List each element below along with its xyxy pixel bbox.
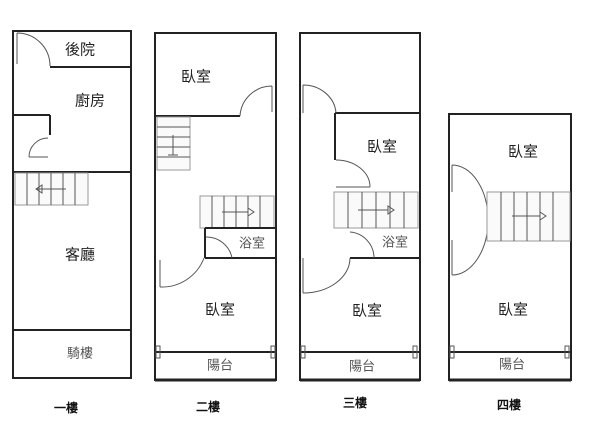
stairs-icon (486, 191, 571, 242)
room-label: 陽台 (349, 360, 375, 375)
door-icon (159, 257, 205, 288)
stairs-icon (333, 191, 419, 229)
door-icon (302, 257, 351, 294)
room-label: 廚房 (75, 92, 105, 110)
door-icon (451, 164, 489, 276)
floor-2-plan: 臥室 浴室 臥室 陽台 二樓 (154, 32, 277, 414)
post (449, 345, 455, 359)
room-label: 臥室 (352, 302, 382, 320)
post (300, 345, 306, 359)
room-label: 騎樓 (67, 347, 93, 362)
floor-title: 一樓 (54, 400, 78, 415)
room-label: 臥室 (367, 138, 397, 156)
floor-title: 三樓 (343, 395, 367, 410)
post (412, 345, 418, 359)
floor-3-plan: 臥室 浴室 臥室 陽台 三樓 (299, 32, 421, 410)
room-label: 客廳 (65, 246, 95, 264)
door-icon (205, 236, 233, 259)
room-label: 浴室 (239, 236, 265, 252)
floor-title: 四樓 (497, 397, 521, 412)
door-icon (335, 159, 371, 188)
room-label: 浴室 (382, 235, 408, 251)
room-label: 臥室 (205, 301, 235, 319)
room-label: 臥室 (508, 143, 538, 161)
stairs-icon (156, 116, 191, 171)
door-icon (302, 84, 337, 114)
room-label: 臥室 (181, 68, 211, 86)
post (270, 345, 276, 359)
stairs-icon (199, 195, 275, 229)
stairs-icon (14, 172, 89, 206)
post (564, 345, 570, 359)
room-label: 陽台 (207, 359, 233, 374)
room-label: 臥室 (498, 301, 528, 319)
floor-4-plan: 臥室 臥室 陽台 四樓 (448, 113, 572, 412)
post (155, 345, 161, 359)
room-label: 後院 (65, 41, 95, 59)
floor-1-plan: 後院 廚房 客廳 騎樓 一樓 (12, 30, 132, 415)
door-icon (28, 137, 49, 158)
door-icon (16, 32, 51, 67)
room-label: 陽台 (499, 358, 525, 373)
floor-1-outline (12, 30, 132, 379)
door-icon (349, 231, 375, 259)
floor-title: 二樓 (196, 399, 220, 414)
door-icon (239, 85, 273, 117)
